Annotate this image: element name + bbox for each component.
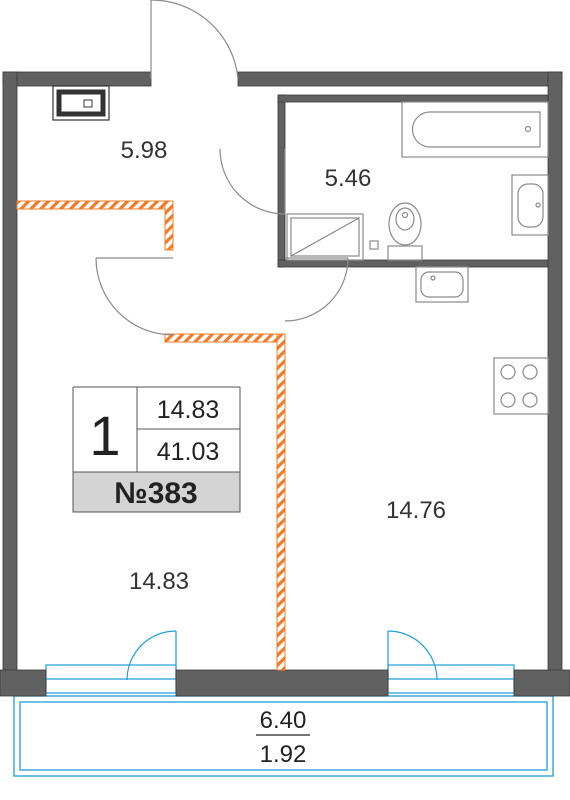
living-area-value: 14.83	[157, 396, 220, 424]
balcony-area-label: 1.92	[260, 741, 307, 768]
balcony-door-left	[126, 630, 177, 681]
apartment-number-band	[72, 471, 241, 513]
room-count: 1	[89, 404, 120, 467]
bathroom-area-label: 5.46	[325, 165, 372, 192]
partitions	[16, 200, 286, 671]
kitchen-area-label: 14.76	[386, 497, 446, 524]
bathtub-icon	[401, 101, 549, 158]
balcony-inner-outline	[19, 701, 548, 771]
exterior-walls	[0, 71, 570, 697]
room-door	[95, 257, 174, 336]
bathroom-door	[219, 148, 286, 215]
electrical-panel-icon	[52, 85, 110, 121]
shower-tray-icon	[286, 213, 379, 261]
kitchen-sink-icon	[415, 266, 469, 303]
hall-area-label: 5.98	[121, 137, 168, 164]
total-area-value: 41.03	[157, 438, 220, 466]
balcony-length-label: 6.40	[260, 707, 307, 734]
apartment-number: №383	[114, 477, 198, 510]
apartment-info-box: 1 14.83 41.03 №383	[72, 386, 241, 513]
room-area-label: 14.83	[129, 568, 189, 595]
kitchen-door	[284, 257, 349, 322]
toilet-icon	[387, 202, 423, 261]
washbasin-icon	[511, 174, 549, 236]
stove-icon	[493, 357, 549, 415]
entrance-door	[150, 0, 239, 80]
balcony-door-right	[387, 630, 438, 681]
